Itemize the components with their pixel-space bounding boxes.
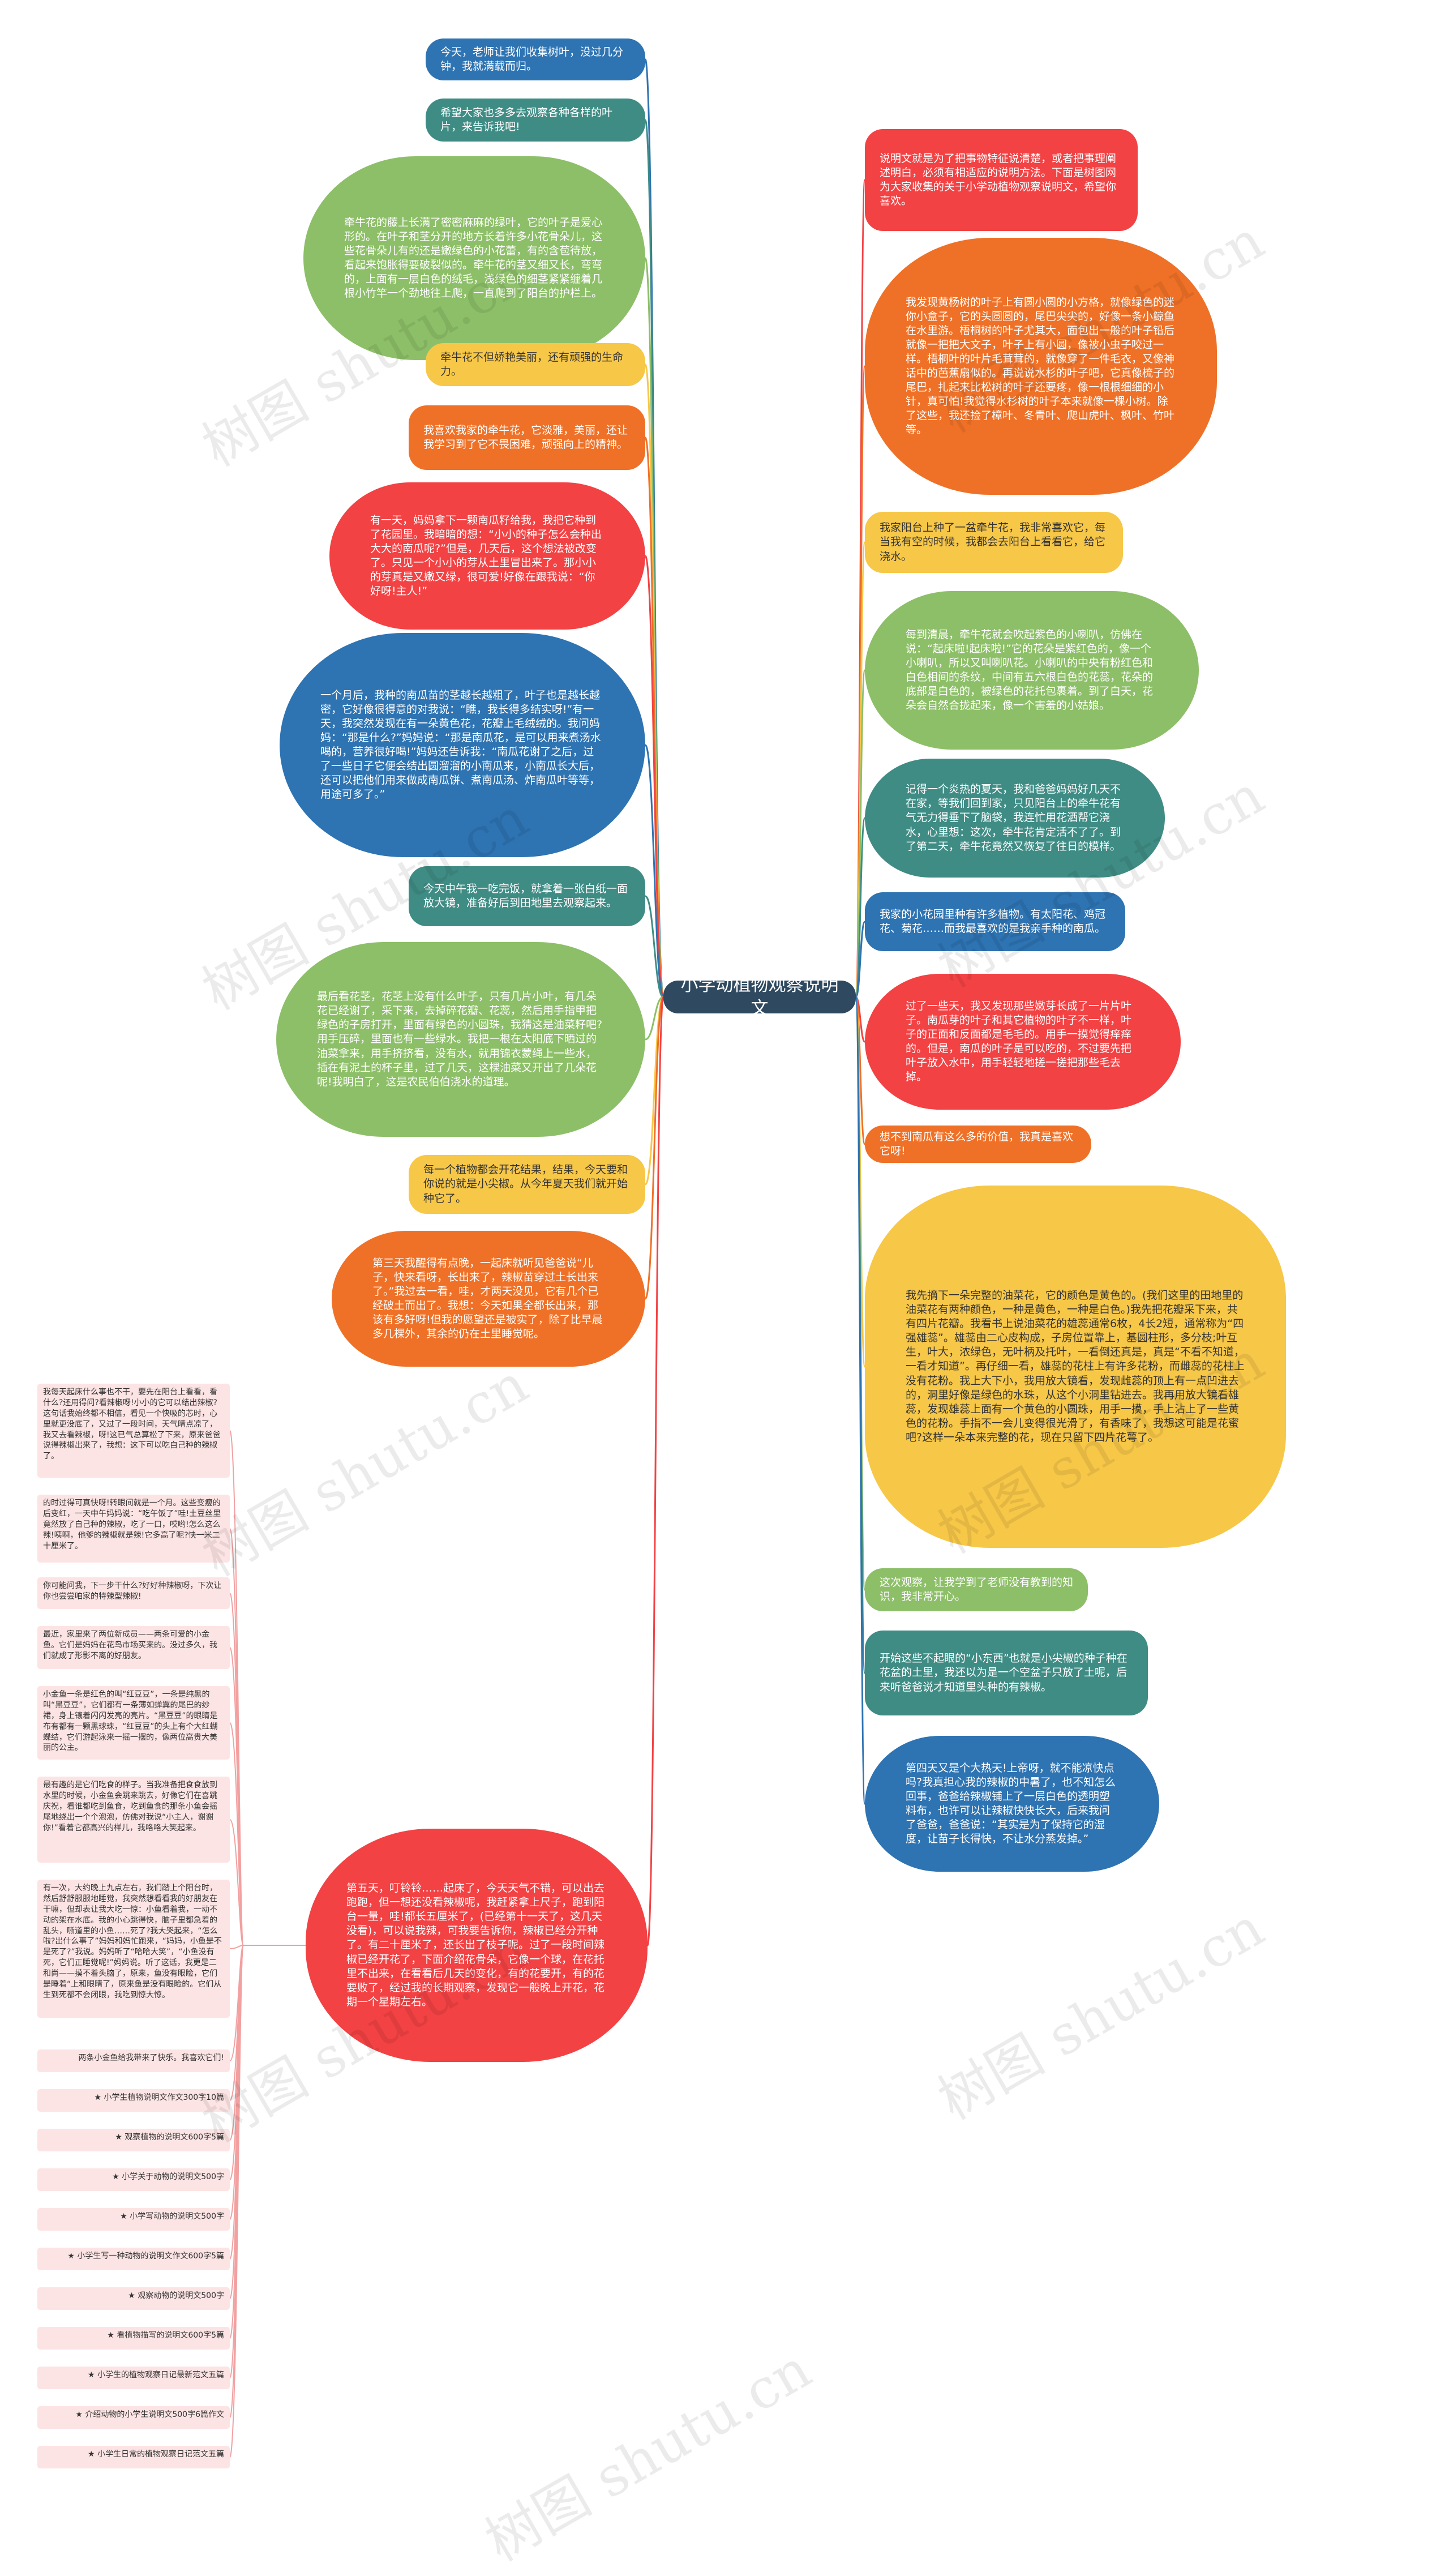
left-topic-text: 我喜欢我家的牵牛花，它淡雅，美丽，还让我学习到了它不畏困难，顽强向上的精神。: [423, 423, 628, 451]
sub-topic-leaf[interactable]: 我每天起床什么事也不干，要先在阳台上看看，看什么?还用得问?看辣椒呀!小小的它可…: [37, 1384, 230, 1478]
left-topic-node[interactable]: 今天中午我一吃完饭，就拿着一张白纸一面放大镜，准备好后到田地里去观察起来。: [409, 866, 645, 926]
sub-topic-leaf[interactable]: ★ 看植物描写的说明文600字5篇: [37, 2327, 230, 2350]
left-topic-node[interactable]: 第三天我醒得有点晚，一起床就听见爸爸说“儿子，快来看呀，长出来了，辣椒苗穿过土长…: [332, 1231, 645, 1367]
left-topic-node[interactable]: 牵牛花的藤上长满了密密麻麻的绿叶，它的叶子是爱心形的。在叶子和茎分开的地方长着许…: [303, 156, 645, 360]
right-topic-node[interactable]: 我家阳台上种了一盆牵牛花，我非常喜欢它，每当我有空的时候，我都会去阳台上看看它，…: [865, 512, 1123, 573]
sub-topic-text: 小金鱼一条是红色的叫“红豆豆”，一条是纯黑的叫“黑豆豆”，它们都有一条薄如蝉翼的…: [43, 1690, 218, 1753]
sub-topic-leaf[interactable]: ★ 小学生植物说明文作文300字10篇: [37, 2089, 230, 2112]
sub-topic-text: ★ 小学生的植物观察日记最新范文五篇: [88, 2370, 224, 2380]
sub-topic-text: 最有趣的是它们吃食的样子。当我准备把食食放到水里的时候，小金鱼会跳来跳去，好像它…: [43, 1781, 217, 1833]
right-topic-node[interactable]: 过了一些天，我又发现那些嫩芽长成了一片片叶子。南瓜芽的叶子和其它植物的叶子不一样…: [865, 974, 1181, 1110]
sub-topic-text: ★ 观察动物的说明文500字: [128, 2291, 224, 2300]
left-topic-node[interactable]: 每一个植物都会开花结果，结果，今天要和你说的就是小尖椒。从今年夏天我们就开始种它…: [409, 1155, 645, 1214]
connector-line: [229, 1819, 244, 1946]
sub-topic-leaf[interactable]: 最近，家里来了两位新成员——两条可爱的小金鱼。它们是妈妈在花鸟市场买来的。没过多…: [37, 1626, 230, 1669]
right-topic-text: 说明文就是为了把事物特征说清楚，或者把事理阐述明白，必须有相适应的说明方法。下面…: [880, 152, 1117, 208]
right-topic-node[interactable]: 我先摘下一朵完整的油菜花，它的颜色是黄色的。(我们这里的田地里的油菜花有两种颜色…: [865, 1186, 1286, 1548]
sub-topic-text: ★ 介绍动物的小学生说明文500字6篇作文: [75, 2410, 224, 2419]
left-topic-text: 希望大家也多多去观察各种各样的叶片，来告诉我吧!: [440, 106, 613, 133]
sub-topic-leaf[interactable]: ★ 小学生写一种动物的说明文作文600字5篇: [37, 2248, 230, 2270]
right-topic-node[interactable]: 第四天又是个大热天!上帝呀，就不能凉快点吗?我真担心我的辣椒的中暑了，也不知怎么…: [865, 1736, 1159, 1872]
right-topic-text: 我家的小花园里种有许多植物。有太阳花、鸡冠花、菊花……而我最喜欢的是我亲手种的南…: [880, 908, 1106, 935]
sub-topic-leaf[interactable]: ★ 观察植物的说明文600字5篇: [37, 2129, 230, 2151]
left-topic-text: 第三天我醒得有点晚，一起床就听见爸爸说“儿子，快来看呀，长出来了，辣椒苗穿过土长…: [372, 1256, 603, 1341]
sub-topic-text: ★ 小学生日常的植物观察日记范文五篇: [88, 2450, 224, 2459]
right-topic-node[interactable]: 想不到南瓜有这么多的价值，我真是喜欢它呀!: [865, 1126, 1091, 1163]
right-topic-node[interactable]: 我发现黄杨树的叶子上有圆小圆的小方格，就像绿色的迷你小盒子，它的头圆圆的，尾巴尖…: [865, 238, 1217, 495]
connector-line: [855, 996, 866, 1805]
left-topic-node[interactable]: 一个月后，我种的南瓜苗的茎越长越粗了，叶子也是越长越密，它好像很得意的对我说：“…: [280, 633, 645, 857]
right-topic-text: 想不到南瓜有这么多的价值，我真是喜欢它呀!: [880, 1130, 1074, 1157]
sub-topic-leaf[interactable]: ★ 观察动物的说明文500字: [37, 2287, 230, 2310]
left-topic-text: 牵牛花的藤上长满了密密麻麻的绿叶，它的叶子是爱心形的。在叶子和茎分开的地方长着许…: [344, 216, 603, 300]
connector-line: [646, 996, 665, 1946]
right-topic-text: 每到清晨，牵牛花就会吹起紫色的小喇叭，仿佛在说：“起床啦!起床啦!”它的花朵是紫…: [906, 628, 1154, 712]
connector-line: [229, 1945, 244, 2458]
connector-lines: [229, 58, 866, 2458]
left-topic-node[interactable]: 牵牛花不但娇艳美丽，还有顽强的生命力。: [426, 343, 645, 386]
left-topic-text: 第五天，叮铃铃……起床了，今天天气不错，可以出去跑跑，但一想还没看辣椒呢，我赶紧…: [346, 1882, 605, 2008]
right-topic-node[interactable]: 记得一个炎热的夏天，我和爸爸妈妈好几天不在家，等我们回到家，只见阳台上的牵牛花有…: [865, 759, 1165, 878]
left-topic-text: 有一天，妈妈拿下一颗南瓜籽给我，我把它种到了花园里。我暗暗的想：“小小的种子怎么…: [370, 514, 602, 598]
right-topic-text: 我发现黄杨树的叶子上有圆小圆的小方格，就像绿色的迷你小盒子，它的头圆圆的，尾巴尖…: [906, 296, 1175, 437]
right-topic-node[interactable]: 开始这些不起眼的“小东西”也就是小尖椒的种子种在花盆的土里，我还以为是一个空盆子…: [865, 1631, 1148, 1715]
right-topic-text: 记得一个炎热的夏天，我和爸爸妈妈好几天不在家，等我们回到家，只见阳台上的牵牛花有…: [906, 783, 1121, 853]
connector-line: [644, 555, 665, 998]
sub-topic-leaf[interactable]: 的时过得可真快呀!转眼间就是一个月。这些变瘦的后变红，一天中午妈妈说：“吃午饭了…: [37, 1495, 230, 1563]
sub-topic-text: ★ 看植物描写的说明文600字5篇: [107, 2331, 224, 2340]
sub-topic-text: ★ 小学生植物说明文作文300字10篇: [94, 2093, 224, 2102]
right-topic-text: 第四天又是个大热天!上帝呀，就不能凉快点吗?我真担心我的辣椒的中暑了，也不知怎么…: [906, 1761, 1116, 1846]
sub-topic-text: 我每天起床什么事也不干，要先在阳台上看看，看什么?还用得问?看辣椒呀!小小的它可…: [43, 1388, 221, 1461]
sub-topic-text: ★ 观察植物的说明文600字5篇: [115, 2133, 224, 2142]
left-topic-node[interactable]: 最后看花茎，花茎上没有什么叶子，只有几片小叶，有几朵花已经谢了，采下来，去掉碎花…: [276, 942, 645, 1137]
right-topic-node[interactable]: 这次观察，让我学到了老师没有教到的知识，我非常开心。: [865, 1568, 1088, 1611]
right-topic-text: 我家阳台上种了一盆牵牛花，我非常喜欢它，每当我有空的时候，我都会去阳台上看看它，…: [880, 521, 1106, 563]
sub-topic-text: 最近，家里来了两位新成员——两条可爱的小金鱼。它们是妈妈在花鸟市场买来的。没过多…: [43, 1630, 217, 1661]
sub-topic-leaf[interactable]: 有一次，大约晚上九点左右，我们踏上个阳台时，然后舒舒服服地睡觉，我突然想看看我的…: [37, 1880, 230, 2018]
connector-line: [229, 1945, 244, 1949]
left-topic-node[interactable]: 我喜欢我家的牵牛花，它淡雅，美丽，还让我学习到了它不畏困难，顽强向上的精神。: [409, 405, 645, 470]
sub-topic-text: 有一次，大约晚上九点左右，我们踏上个阳台时，然后舒舒服服地睡觉，我突然想看看我的…: [43, 1884, 222, 2000]
central-topic[interactable]: 小学动植物观察说明文: [663, 975, 856, 1019]
sub-topic-text: 的时过得可真快呀!转眼间就是一个月。这些变瘦的后变红，一天中午妈妈说：“吃午饭了…: [43, 1499, 221, 1551]
left-topic-node[interactable]: 有一天，妈妈拿下一颗南瓜籽给我，我把它种到了花园里。我暗暗的想：“小小的种子怎么…: [329, 482, 645, 630]
left-topic-text: 每一个植物都会开花结果，结果，今天要和你说的就是小尖椒。从今年夏天我们就开始种它…: [423, 1163, 628, 1205]
connector-line: [644, 895, 665, 998]
sub-topic-leaf[interactable]: ★ 小学关于动物的说明文500字: [37, 2168, 230, 2191]
left-topic-text: 今天中午我一吃完饭，就拿着一张白纸一面放大镜，准备好后到田地里去观察起来。: [423, 882, 628, 909]
sub-topic-text: ★ 小学写动物的说明文500字: [120, 2212, 224, 2221]
left-topic-text: 最后看花茎，花茎上没有什么叶子，只有几片小叶，有几朵花已经谢了，采下来，去掉碎花…: [317, 990, 603, 1088]
left-topic-text: 一个月后，我种的南瓜苗的茎越长越粗了，叶子也是越长越密，它好像很得意的对我说：“…: [320, 688, 601, 801]
sub-topic-leaf[interactable]: 小金鱼一条是红色的叫“红豆豆”，一条是纯黑的叫“黑豆豆”，它们都有一条薄如蝉翼的…: [37, 1686, 230, 1760]
sub-topic-leaf[interactable]: ★ 小学生的植物观察日记最新范文五篇: [37, 2367, 230, 2389]
sub-topic-text: 你可能问我，下一步干什么?好好种辣椒呀，下次让你也尝尝咱家的特辣型辣椒!: [43, 1581, 222, 1601]
sub-topic-text: 两条小金鱼给我带来了快乐。我喜欢它们!: [78, 2053, 224, 2062]
sub-topic-text: ★ 小学关于动物的说明文500字: [112, 2172, 224, 2181]
left-topic-text: 今天，老师让我们收集树叶，没过几分钟，我就满载而归。: [440, 45, 624, 72]
sub-topic-text: ★ 小学生写一种动物的说明文作文600字5篇: [67, 2252, 224, 2261]
sub-topic-leaf[interactable]: 你可能问我，下一步干什么?好好种辣椒呀，下次让你也尝尝咱家的特辣型辣椒!: [37, 1577, 230, 1609]
sub-topic-leaf[interactable]: ★ 介绍动物的小学生说明文500字6篇作文: [37, 2406, 230, 2429]
sub-topic-leaf[interactable]: 两条小金鱼给我带来了快乐。我喜欢它们!: [37, 2049, 230, 2072]
right-topic-node[interactable]: 每到清晨，牵牛花就会吹起紫色的小喇叭，仿佛在说：“起床啦!起床啦!”它的花朵是紫…: [865, 591, 1199, 750]
central-topic-label: 小学动植物观察说明文: [680, 975, 839, 1019]
sub-topic-leaf[interactable]: ★ 小学生日常的植物观察日记范文五篇: [37, 2446, 230, 2468]
right-topic-text: 过了一些天，我又发现那些嫩芽长成了一片片叶子。南瓜芽的叶子和其它植物的叶子不一样…: [906, 999, 1132, 1084]
connector-line: [645, 996, 664, 1041]
connector-line: [855, 921, 866, 998]
left-topic-node[interactable]: 希望大家也多多去观察各种各样的叶片，来告诉我吧!: [426, 99, 645, 142]
sub-topic-leaf[interactable]: 最有趣的是它们吃食的样子。当我准备把食食放到水里的时候，小金鱼会跳来跳去，好像它…: [37, 1777, 230, 1863]
connector-line: [644, 744, 665, 998]
right-topic-text: 开始这些不起眼的“小东西”也就是小尖椒的种子种在花盆的土里，我还以为是一个空盆子…: [880, 1652, 1128, 1693]
right-topic-node[interactable]: 说明文就是为了把事物特征说清楚，或者把事理阐述明白，必须有相适应的说明方法。下面…: [865, 129, 1138, 231]
left-topic-text: 牵牛花不但娇艳美丽，还有顽强的生命力。: [440, 350, 624, 378]
left-topic-node[interactable]: 第五天，叮铃铃……起床了，今天天气不错，可以出去跑跑，但一想还没看辣椒呢，我赶紧…: [306, 1829, 648, 2062]
connector-line: [644, 996, 665, 1300]
right-topic-node[interactable]: 我家的小花园里种有许多植物。有太阳花、鸡冠花、菊花……而我最喜欢的是我亲手种的南…: [865, 892, 1125, 951]
right-topic-text: 我先摘下一朵完整的油菜花，它的颜色是黄色的。(我们这里的田地里的油菜花有两种颜色…: [906, 1289, 1245, 1444]
left-topic-node[interactable]: 今天，老师让我们收集树叶，没过几分钟，我就满载而归。: [426, 38, 645, 80]
sub-topic-leaf[interactable]: ★ 小学写动物的说明文500字: [37, 2208, 230, 2231]
right-topic-text: 这次观察，让我学到了老师没有教到的知识，我非常开心。: [880, 1576, 1074, 1603]
